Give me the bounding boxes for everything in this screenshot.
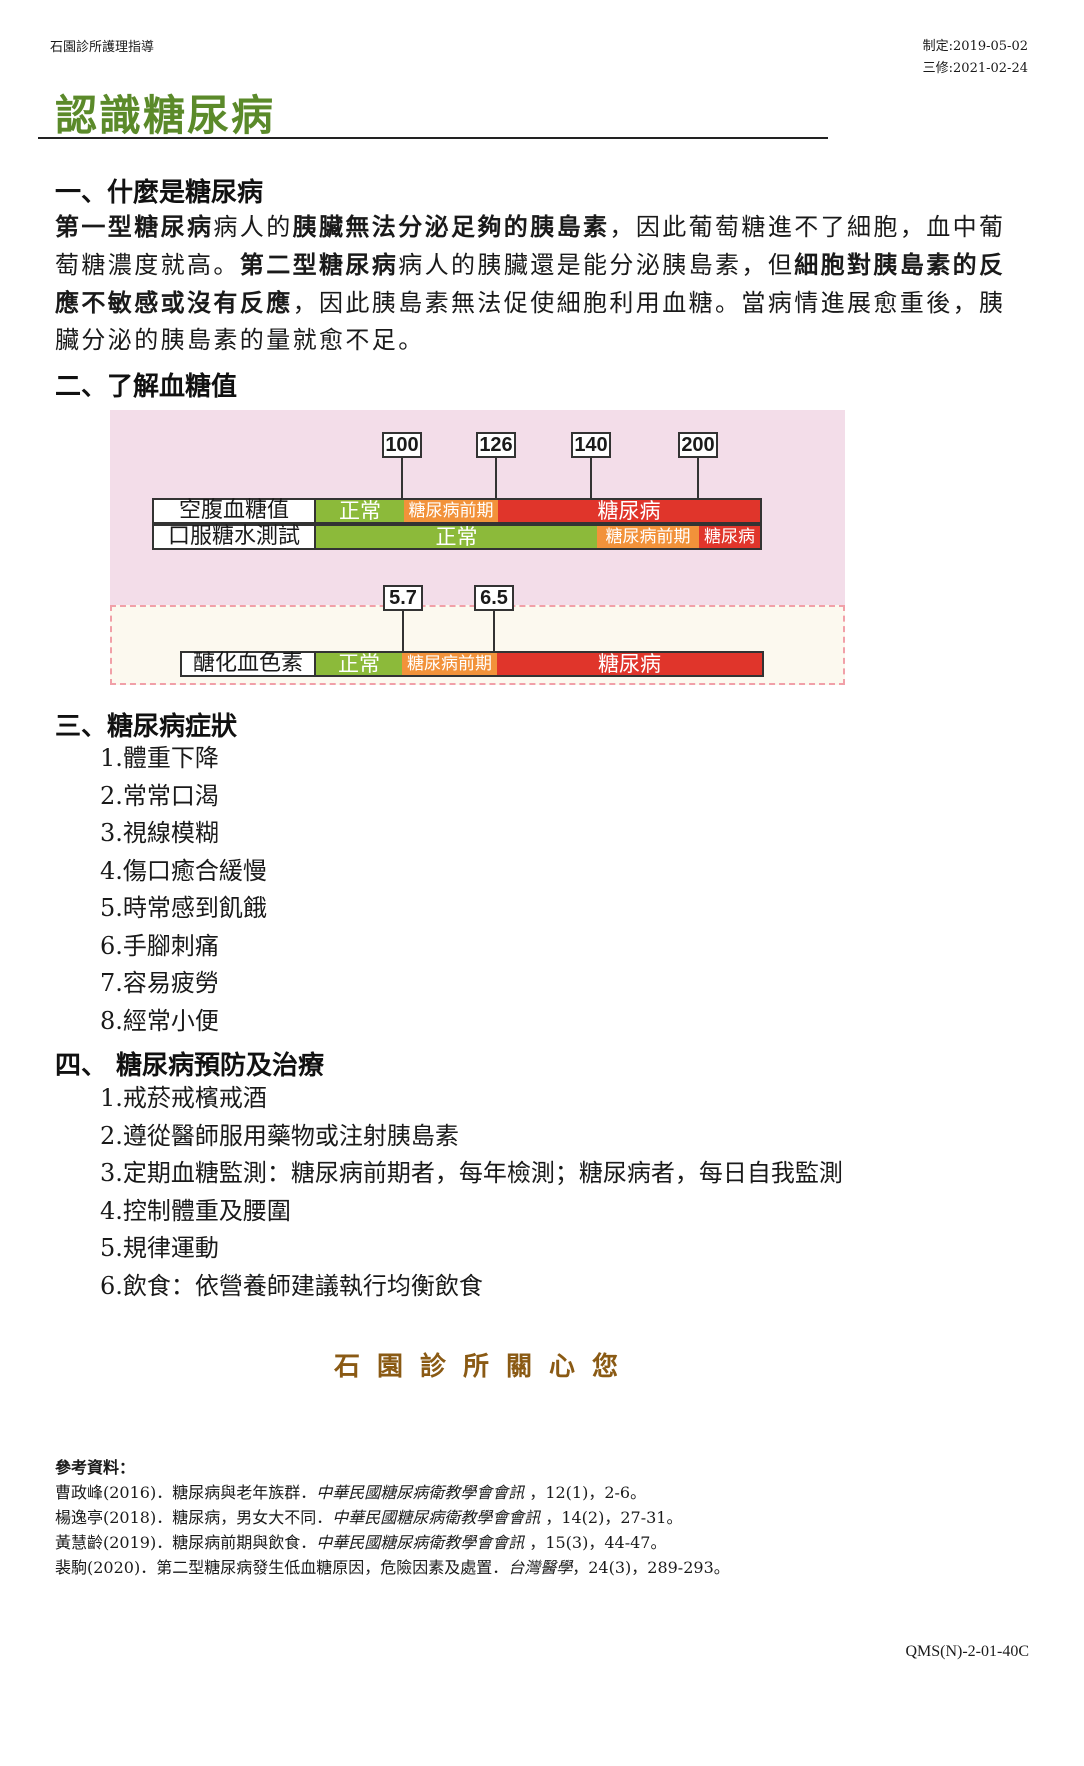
tick-200: 200 — [678, 432, 718, 458]
list-item: 3.視線模糊 — [100, 819, 219, 847]
type1-term: 第一型糖尿病 — [55, 212, 214, 241]
section2-heading: 二、了解血糖值 — [55, 372, 238, 402]
type2-cause: 細胞對胰島素的反應不敏感或沒有反應 — [55, 250, 1006, 317]
made-date: 制定:2019-05-02 — [922, 39, 1028, 54]
segment-prediabetes: 糖尿病前期 — [597, 526, 699, 548]
list-item: 2.遵從醫師服用藥物或注射胰島素 — [100, 1121, 459, 1150]
tick-140: 140 — [571, 432, 611, 458]
references-title: 參考資料： — [55, 1458, 136, 1477]
section4-heading: 四、 糖尿病預防及治療 — [55, 1051, 325, 1081]
ref-text: 楊逸亭(2018)．糖尿病，男女大不同． — [55, 1508, 333, 1527]
reference-item: 楊逸亭(2018)．糖尿病，男女大不同．中華民國糖尿病衛教學會會訊 ，14(2)… — [55, 1505, 730, 1530]
ref-journal: 中華民國糖尿病衛教學會會訊 — [316, 1483, 525, 1502]
list-item: 4.控制體重及腰圍 — [100, 1196, 291, 1225]
title-divider — [38, 137, 828, 139]
tick-6-5: 6.5 — [474, 585, 514, 611]
list-item: 2.常常口渴 — [100, 781, 219, 810]
revised-date: 三修:2021-02-24 — [922, 61, 1028, 76]
ref-text: 曹政峰(2016)．糖尿病與老年族群． — [55, 1483, 317, 1502]
segment-normal: 正常 — [316, 653, 402, 675]
revision-info: 制定:2019-05-02 三修:2021-02-24 — [923, 36, 1028, 80]
row-bar-hba1c: 正常 糖尿病前期 糖尿病 — [314, 651, 764, 677]
segment-diabetes: 糖尿病 — [498, 500, 760, 522]
section1-heading: 一、什麼是糖尿病 — [55, 178, 264, 208]
list-item: 7.容易疲勞 — [100, 969, 219, 997]
list-item: 3.定期血糖監測：糖尿病前期者，每年檢測；糖尿病者，每日自我監測 — [100, 1159, 843, 1187]
tick-100: 100 — [382, 432, 422, 458]
ref-text: ，12(1)，2-6。 — [524, 1483, 647, 1502]
segment-diabetes: 糖尿病 — [699, 526, 760, 548]
ref-text: ，24(3)，289-293。 — [572, 1558, 730, 1577]
row-bar-ogtt: 正常 糖尿病前期 糖尿病 — [314, 524, 762, 550]
list-item: 1.戒菸戒檳戒酒 — [100, 1084, 267, 1112]
tick-line — [493, 611, 495, 651]
row-bar-fasting: 正常 糖尿病前期 糖尿病 — [314, 498, 762, 524]
list-item: 6.手腳刺痛 — [100, 931, 219, 960]
list-item: 5.規律運動 — [100, 1234, 219, 1262]
ref-journal: 中華民國糖尿病衛教學會會訊 — [332, 1508, 541, 1527]
ref-journal: 中華民國糖尿病衛教學會會訊 — [316, 1533, 525, 1552]
ref-text: ，14(2)，27-31。 — [540, 1508, 683, 1527]
tick-line — [495, 458, 497, 498]
segment-diabetes: 糖尿病 — [497, 653, 762, 675]
segment-prediabetes: 糖尿病前期 — [402, 653, 497, 675]
tick-line — [401, 458, 403, 498]
row-label-ogtt: 口服糖水測試 — [152, 524, 316, 550]
para-text: 病人的 — [213, 213, 293, 241]
tick-126: 126 — [476, 432, 516, 458]
blood-sugar-diagram: 100 126 140 200 空腹血糖值 正常 糖尿病前期 糖尿病 口服糖水測… — [110, 410, 845, 685]
reference-item: 裴駒(2020)．第二型糖尿病發生低血糖原因，危險因素及處置．台灣醫學，24(3… — [55, 1555, 730, 1580]
ref-journal: 台灣醫學 — [508, 1558, 573, 1577]
tick-5-7: 5.7 — [383, 585, 423, 611]
row-label-fasting: 空腹血糖值 — [152, 498, 316, 524]
references: 參考資料： 曹政峰(2016)．糖尿病與老年族群．中華民國糖尿病衛教學會會訊 ，… — [55, 1455, 730, 1580]
reference-item: 曹政峰(2016)．糖尿病與老年族群．中華民國糖尿病衛教學會會訊 ，12(1)，… — [55, 1480, 730, 1505]
clinic-cares-message: 石園診所關心您 — [334, 1352, 636, 1382]
ref-text: 黃慧齡(2019)．糖尿病前期與飲食． — [55, 1533, 317, 1552]
document-code: QMS(N)-2-01-40C — [905, 1643, 1029, 1660]
segment-normal: 正常 — [316, 526, 597, 548]
list-item: 1.體重下降 — [100, 744, 219, 772]
type2-term: 第二型糖尿病 — [239, 250, 399, 279]
para-text: ，因此葡萄糖進不了細胞，血中葡萄糖濃度就高。 — [55, 213, 1006, 279]
list-item: 6.飲食：依營養師建議執行均衡飲食 — [100, 1271, 483, 1300]
page-title: 認識糖尿病 — [55, 91, 276, 140]
prevention-list: 1.戒菸戒檳戒酒 2.遵從醫師服用藥物或注射胰島素 3.定期血糖監測：糖尿病前期… — [100, 1080, 843, 1305]
para-text: ，因此胰島素無法促使細胞利用血糖。當病情進展愈重後，胰臟分泌的胰島素的量就愈不足… — [55, 289, 1006, 354]
list-item: 4.傷口癒合緩慢 — [100, 856, 267, 885]
reference-item: 黃慧齡(2019)．糖尿病前期與飲食．中華民國糖尿病衛教學會會訊 ，15(3)，… — [55, 1530, 730, 1555]
type1-cause: 胰臟無法分泌足夠的胰島素 — [292, 212, 610, 241]
list-item: 5.時常感到飢餓 — [100, 894, 267, 922]
tick-line — [697, 458, 699, 498]
row-label-hba1c: 醣化血色素 — [180, 651, 316, 677]
section3-heading: 三、糖尿病症狀 — [55, 712, 238, 742]
tick-line — [402, 611, 404, 651]
ref-text: 裴駒(2020)．第二型糖尿病發生低血糖原因，危險因素及處置． — [55, 1558, 509, 1577]
tick-line — [590, 458, 592, 498]
symptom-list: 1.體重下降 2.常常口渴 3.視線模糊 4.傷口癒合緩慢 5.時常感到飢餓 6… — [100, 740, 267, 1040]
clinic-guide-label: 石園診所護理指導 — [50, 40, 155, 55]
segment-normal: 正常 — [316, 500, 404, 522]
list-item: 8.經常小便 — [100, 1006, 219, 1035]
para-text: 病人的胰臟還是能分泌胰島素，但 — [398, 251, 795, 279]
ref-text: ，15(3)，44-47。 — [524, 1533, 667, 1552]
section1-paragraph: 第一型糖尿病病人的胰臟無法分泌足夠的胰島素，因此葡萄糖進不了細胞，血中葡萄糖濃度… — [55, 208, 1025, 359]
segment-prediabetes: 糖尿病前期 — [404, 500, 498, 522]
